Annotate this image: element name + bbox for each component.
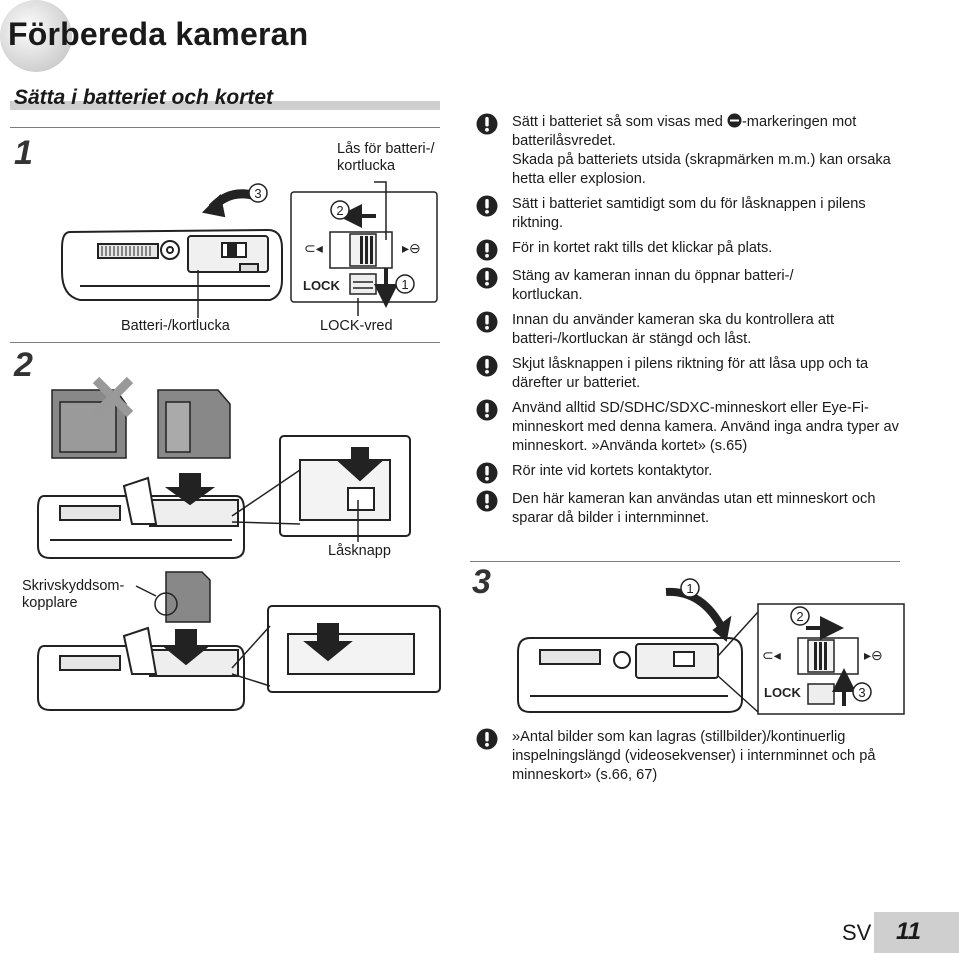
step1-camera [61, 189, 283, 301]
title-decoration [0, 0, 72, 72]
exclamation-icon [476, 311, 498, 333]
note-item: Sätt i batteriet så som visas med -marke… [476, 113, 916, 189]
section-heading: Sätta i batteriet och kortet [14, 86, 274, 109]
label-battery-lock: Lås för batteri-/ kortlucka [337, 141, 435, 174]
step2-lock-zoom [279, 435, 411, 537]
exclamation-icon [476, 355, 498, 377]
svg-text:2: 2 [336, 203, 343, 218]
step-2-divider [10, 342, 440, 343]
callout-3-step1 [248, 183, 268, 203]
note-item: Använd alltid SD/SDHC/SDXC-minneskort el… [476, 399, 916, 456]
battery-orientation-icon [727, 113, 742, 128]
note-item: För in kortet rakt tills det klickar på … [476, 239, 916, 261]
step2-batteries [51, 376, 231, 459]
step-number-3: 3 [472, 563, 491, 601]
note-item: Stäng av kameran innan du öppnar batteri… [476, 267, 916, 305]
bottom-note: »Antal bilder som kan lagras (stillbilde… [476, 728, 906, 785]
svg-text:▸⊖: ▸⊖ [864, 647, 883, 663]
label-battery-cover: Batteri-/kortlucka [121, 318, 230, 334]
sd-card [135, 571, 211, 623]
footer-page-box [874, 912, 959, 953]
step2-card-zoom [267, 605, 441, 693]
page-title: Förbereda kameran [8, 16, 309, 52]
svg-text:1: 1 [401, 277, 408, 292]
label-lock-knob: LOCK-vred [320, 318, 393, 334]
svg-text:LOCK: LOCK [764, 685, 801, 700]
footer-language: SV [842, 920, 872, 945]
exclamation-icon [476, 195, 498, 217]
step-3-divider [470, 561, 900, 562]
exclamation-icon [476, 267, 498, 289]
notes-list: Sätt i batteriet så som visas med -marke… [476, 113, 916, 528]
note-item: Innan du använder kameran ska du kontrol… [476, 311, 916, 349]
bottom-note-link[interactable]: »Antal bilder som kan lagras (stillbilde… [512, 729, 876, 783]
step-1-divider [10, 127, 440, 128]
lock-text: LOCK [303, 278, 340, 293]
exclamation-icon [476, 399, 498, 421]
step3-camera [517, 587, 743, 713]
svg-text:1: 1 [686, 581, 693, 596]
exclamation-icon [476, 113, 498, 135]
exclamation-icon [476, 490, 498, 512]
exclamation-icon [476, 239, 498, 261]
step3-lock-zoom [757, 603, 905, 715]
note-item: Rör inte vid kortets kontaktytor. [476, 462, 916, 484]
svg-text:▸⊖: ▸⊖ [402, 240, 421, 256]
note-item: Den här kameran kan användas utan ett mi… [476, 490, 916, 528]
step2-camera [37, 473, 245, 559]
exclamation-icon [476, 462, 498, 484]
svg-text:⊂◂: ⊂◂ [762, 647, 781, 663]
label-write-protect-2: kopplare [22, 595, 78, 611]
step1-lock-zoom [290, 191, 438, 308]
step-number-2: 2 [14, 346, 33, 384]
svg-text:3: 3 [254, 186, 261, 201]
step2-lower-camera [37, 626, 245, 711]
exclamation-icon [476, 728, 498, 750]
step-number-1: 1 [14, 134, 33, 172]
footer-page-number: 11 [896, 918, 921, 945]
svg-text:3: 3 [858, 685, 865, 700]
svg-text:⊂◂: ⊂◂ [304, 240, 323, 256]
label-lock-button: Låsknapp [328, 543, 391, 559]
note-item: Sätt i batteriet samtidigt som du för lå… [476, 195, 916, 233]
svg-text:2: 2 [796, 609, 803, 624]
note-item: Skjut låsknappen i pilens riktning för a… [476, 355, 916, 393]
label-write-protect-1: Skrivskyddsom- [22, 578, 125, 594]
